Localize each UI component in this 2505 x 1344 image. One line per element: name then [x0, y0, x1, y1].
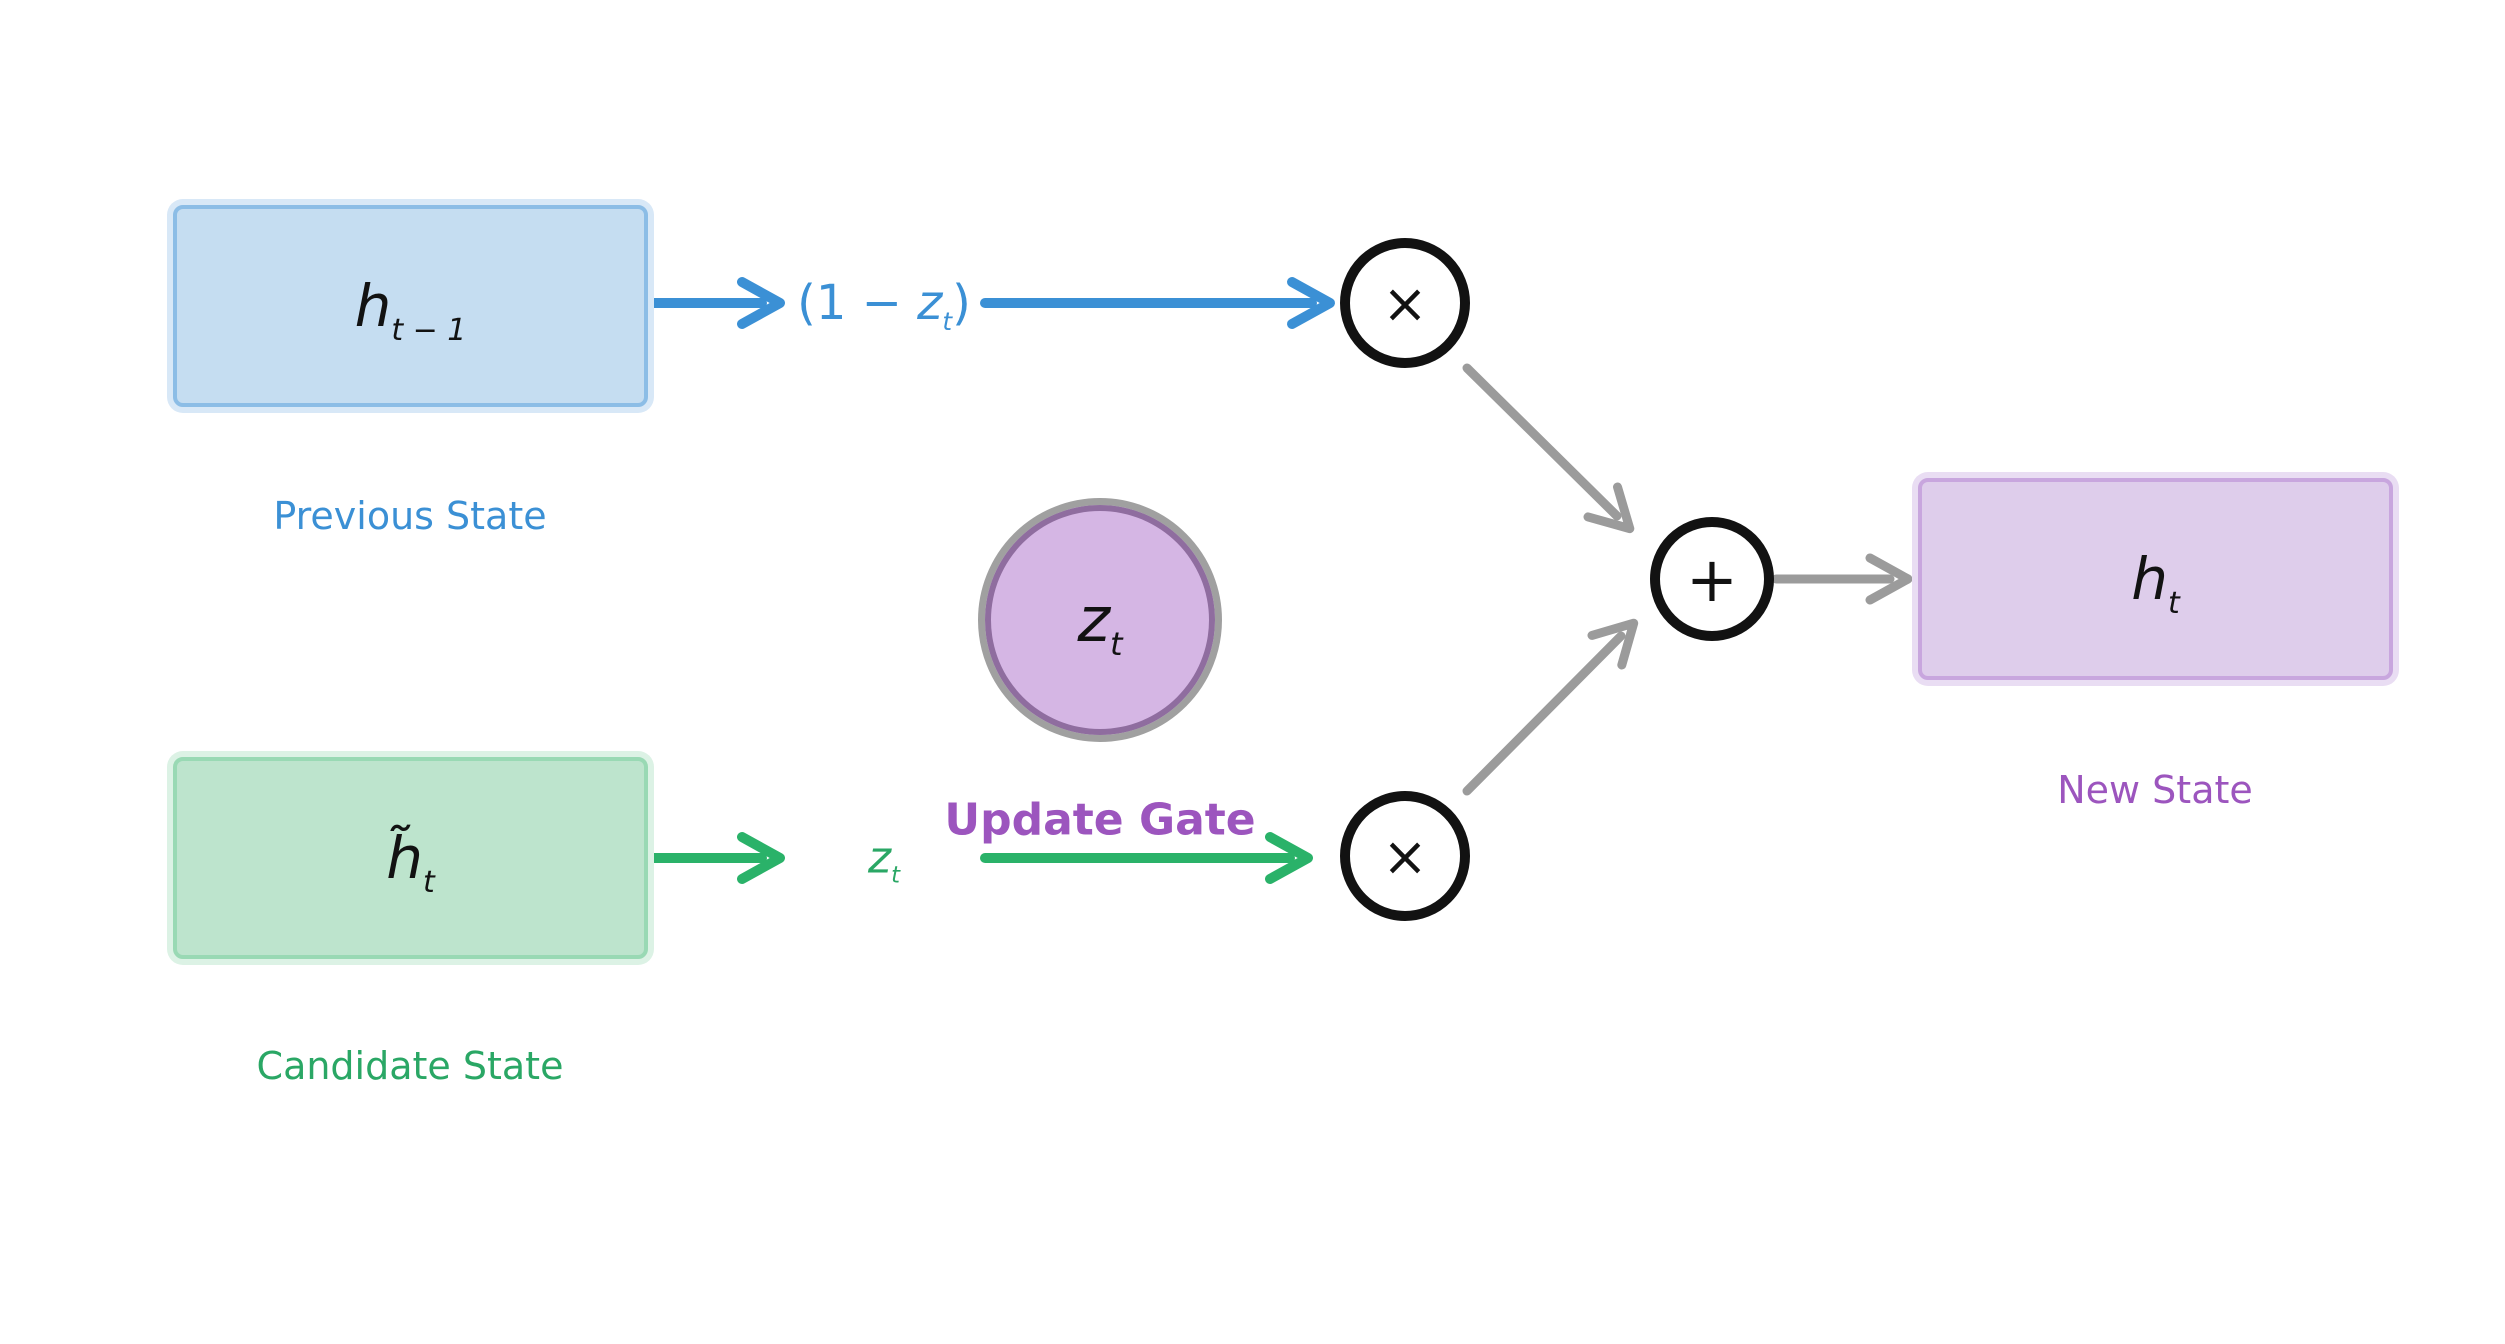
new-state-box: ht: [1918, 478, 2393, 680]
multiply-bottom-node: ×: [1340, 791, 1470, 921]
update-gate-circle: zt: [978, 498, 1222, 742]
one-minus-zt-label: (1 − zt): [797, 275, 971, 337]
add-symbol: +: [1686, 542, 1738, 616]
zt-edge-label: zt: [867, 832, 901, 889]
candidate-state-caption: Candidate State: [256, 1044, 564, 1089]
multiply-top-symbol: ×: [1382, 271, 1428, 335]
arrow-multiply-bottom-to-add: [1462, 618, 1639, 796]
update-gate-caption: Update Gate: [944, 794, 1256, 846]
arrow-multiply-top-to-add: [1462, 363, 1635, 534]
add-node: +: [1650, 517, 1774, 641]
candidate-state-box: h̃t: [173, 757, 648, 959]
new-state-label: ht: [2131, 545, 2180, 621]
new-state-caption: New State: [2057, 768, 2253, 813]
previous-state-label: ht − 1: [354, 272, 467, 348]
multiply-top-node: ×: [1340, 238, 1470, 368]
candidate-state-label: h̃t: [386, 824, 435, 900]
multiply-bottom-symbol: ×: [1382, 824, 1428, 888]
previous-state-box: ht − 1: [173, 205, 648, 407]
update-gate-label: zt: [1077, 583, 1123, 664]
previous-state-caption: Previous State: [273, 494, 547, 539]
